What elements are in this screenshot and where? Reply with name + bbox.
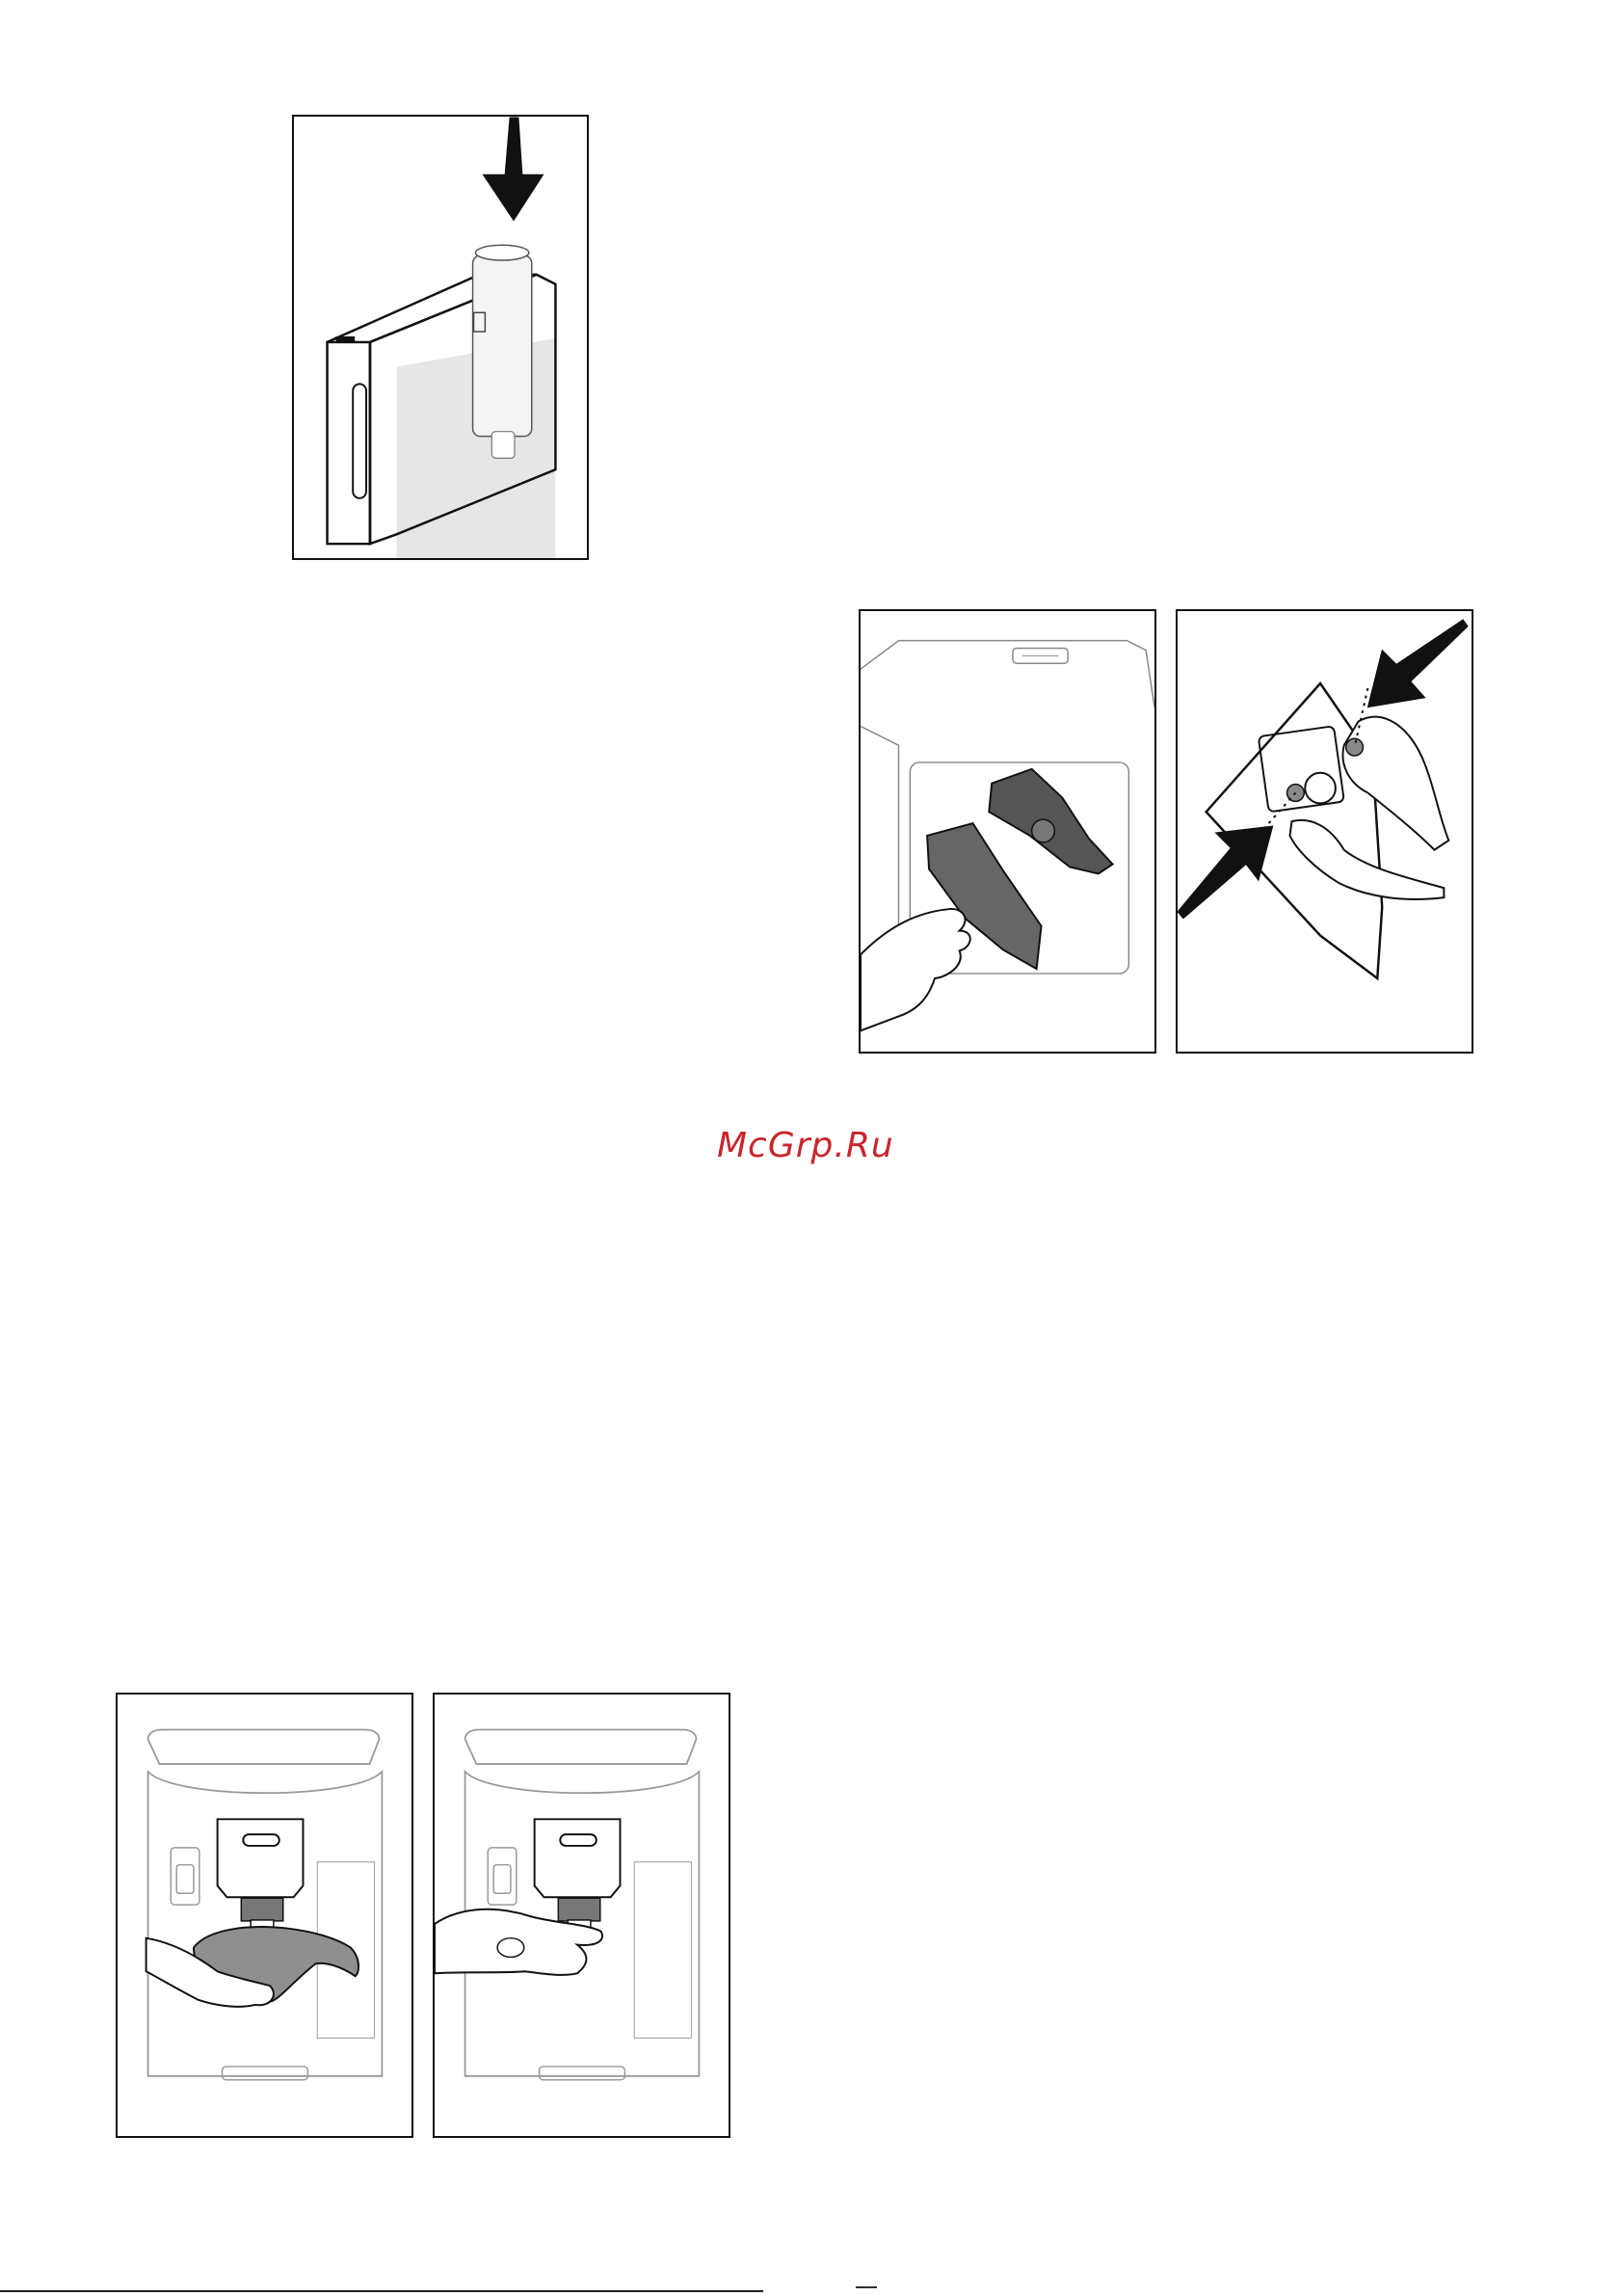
down-arrow-icon [483,118,543,221]
converging-arrows-icon [1367,620,1468,707]
converging-arrows-icon [1178,826,1273,919]
watermark: McGrp.Ru [717,1126,910,1174]
figure-spout-wipe-cloth [116,1693,413,2138]
footer-rule [0,2290,763,2292]
footer-mark [856,2286,877,2296]
brew-unit-press-illustration [1178,611,1472,1052]
figure-water-tank-filter [292,115,589,560]
figure-brew-unit-press [1176,609,1473,1054]
figure-brew-unit-remove [859,609,1156,1054]
brew-unit-remove-illustration [861,611,1154,1052]
water-tank-illustration [294,117,587,558]
spout-dry-illustration [435,1695,729,2136]
spout-wipe-illustration [118,1695,411,2136]
figure-spout-dry-hand [433,1693,730,2138]
